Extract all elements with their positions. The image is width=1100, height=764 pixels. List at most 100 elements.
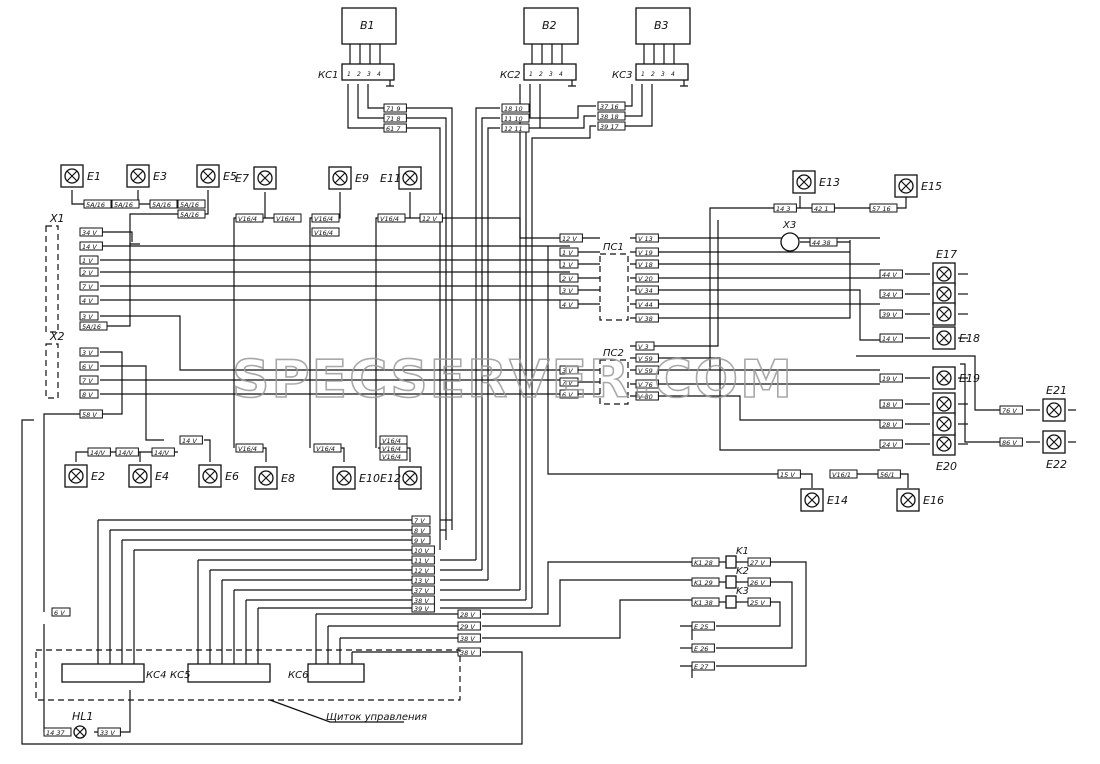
wire-tag-label: 12 V [414,567,429,575]
lamps: E1E2E3E4E5E6E7E8E9E10E11E12E13E14E15E16E… [60,164,1067,512]
lamp-label: E8 [281,472,295,485]
lamp-e15: E15 [894,174,942,198]
wire-tag-label: 56/1 [880,471,895,479]
relay-k3: K3 [736,586,749,597]
wire-tag: 18 V [879,399,903,409]
pin-label: 2 [539,71,543,78]
wire-tag-label: 5A/16 [180,201,199,209]
lamp-label: E13 [819,176,840,189]
label-x2: X2 [49,330,65,343]
lamp-label: E5 [223,170,237,183]
lamp-label: E17 [936,248,957,261]
wire-tag: 39 V [411,603,435,613]
wire-tag: K1 38 [691,597,720,607]
wire-tag-label: 58 V [82,411,97,419]
wire-tag-label: 39 V [882,311,897,319]
label-x1: X1 [49,212,65,225]
pin-label: 2 [357,71,361,78]
wire-tag-label: 5A/16 [86,201,105,209]
lamp-label: E12 [380,472,401,485]
lamp-e10: E10 [332,466,380,490]
wire-tag: V16/4 [273,213,302,223]
wire-tag-label: 28 V [460,611,475,619]
lamp-label: E10 [359,472,380,485]
wire-tag-label: 61 7 [386,125,401,133]
wire-tag-label: 76 V [1002,407,1017,415]
wire-tag: V 80 [635,391,659,401]
wire-tag: 5A/16 [79,321,108,331]
wire-tag-label: 7 V [414,517,425,525]
lamp-e20: E20 [932,432,957,473]
wire-tag: V 18 [635,259,659,269]
lamp-e7: E7 [235,166,277,190]
wire-tag-label: V16/4 [276,215,295,223]
wire-tag: 14/V [87,447,111,457]
wire-tag: 14/V [151,447,175,457]
wire-tag-label: 38 V [460,635,475,643]
wire-tag-label: V16/4 [238,445,257,453]
wire-tag-label: 71 8 [386,115,400,123]
wire-tag-label: V16/1 [832,471,851,479]
lamp-label: E19 [959,372,980,385]
wire-tag: V16/1 [829,469,858,479]
wire-tag-label: 4 V [562,301,573,309]
pin-label: 3 [661,71,665,78]
wire-tag: 37 16 [597,101,626,111]
panel-label: Щиток управления [326,712,427,723]
wire-tag: V16/4 [235,213,264,223]
wire-tag-label: 14 V [82,243,97,251]
wire-tag: 28 V [457,609,481,619]
lamp-e14: E14 [800,488,848,512]
label-x3: X3 [782,220,796,231]
lamp-unlabeled [932,412,956,436]
wire-tag: 6 V [79,361,99,371]
wire-tag-label: V16/4 [382,453,401,461]
label-kc6: КС6 [288,670,308,681]
wire-tag: 5A/16 [83,199,112,209]
lamp-e5: E5 [196,164,237,188]
wire-tag-label: 57 16 [872,205,891,213]
wire-tag: 2 V [79,267,99,277]
wire-tag-label: 14 37 [46,729,65,737]
wire-tag: 10 V [411,545,435,555]
pin-label: 4 [377,71,381,78]
lamp-e11: E11 [380,166,422,190]
lamp-unlabeled [932,302,956,326]
wire-tag-label: 9 V [414,537,425,545]
block-label: B2 [542,19,557,32]
wire-tag-label: V 3 [638,343,649,351]
relays: K1 K2 K3 [725,546,749,609]
wire-tag: 9 V [411,535,431,545]
wire-tag-label: 14 3 [776,205,790,213]
label-kc4: КС4 [146,670,166,681]
wire-tag: 5A/16 [177,199,206,209]
wire-tag: 3 V [79,311,99,321]
lamp-label: E21 [1046,384,1067,397]
wire-tag-label: V 38 [638,315,653,323]
wire-tag: 8 V [411,525,431,535]
wire-tag-label: 38 V [460,649,475,657]
wire-tag: 34 V [879,289,903,299]
wire-tag-label: V 20 [638,275,653,283]
wire-tag-label: 39 V [414,605,429,613]
wire-tag-label: V 18 [638,261,653,269]
wire-tag-label: 37 16 [600,103,619,111]
wire-tag-label: 14/V [118,449,133,457]
pin-label: 2 [651,71,655,78]
wire-tag-label: 11 V [414,557,429,565]
wire-tag: 29 V [457,621,481,631]
wire-tag-label: V 80 [638,393,653,401]
wire-tag: 14 V [879,333,903,343]
wire-tag-label: 10 V [414,547,429,555]
wire-tag-label: K1 38 [694,599,713,607]
lamp-label: E2 [91,470,105,483]
wire-tag-label: V16/4 [314,215,333,223]
wire-tag-label: 28 V [882,421,897,429]
wire-tag: 57 16 [869,203,898,213]
wire-tag-label: 42 1 [814,205,828,213]
wire-tag-label: 14 V [882,335,897,343]
wire-tag: 38 V [457,647,481,657]
